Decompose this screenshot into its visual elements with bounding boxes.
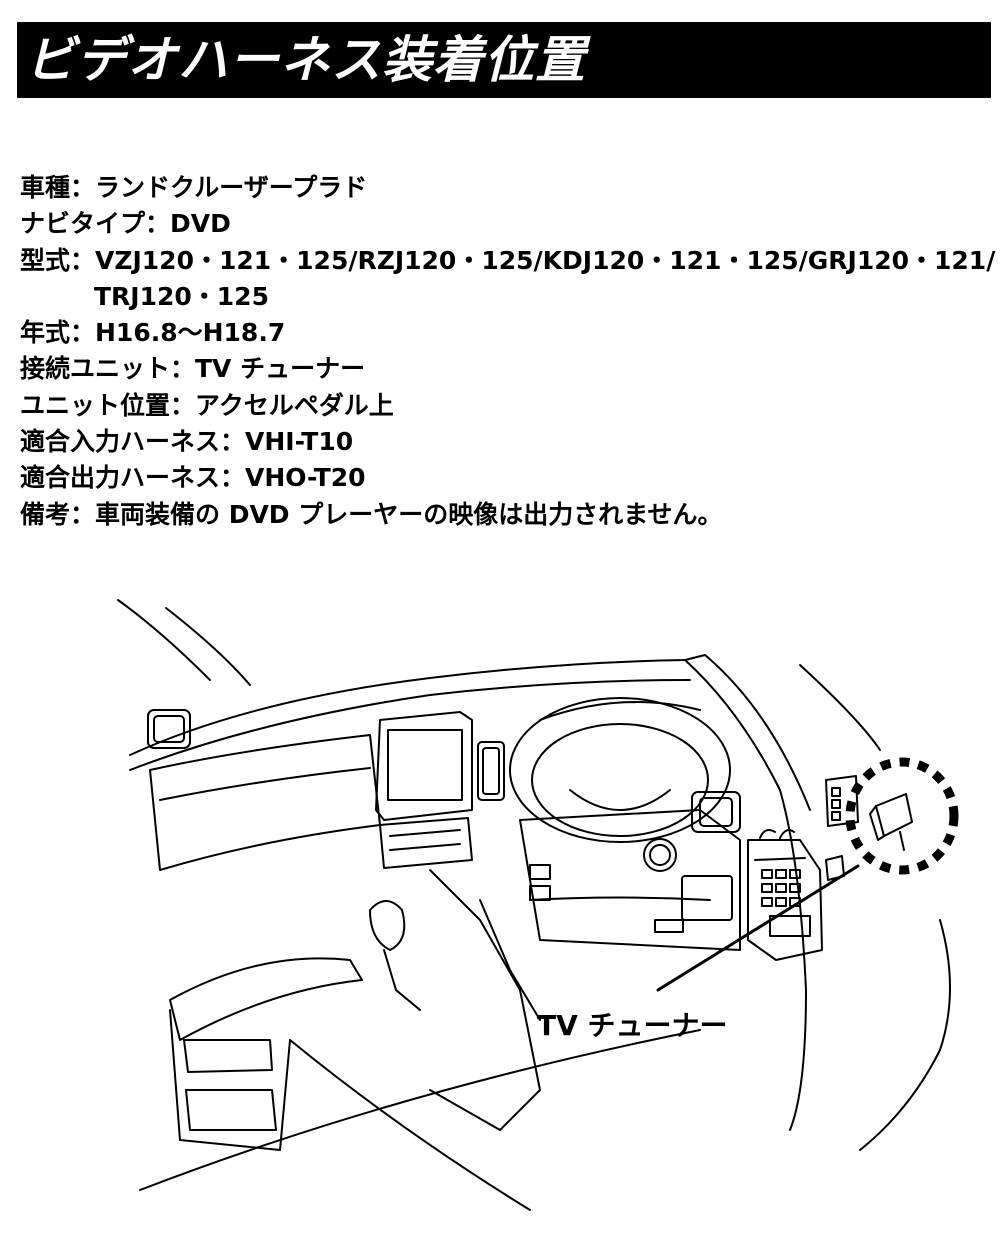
instrument-cluster [539, 701, 701, 721]
highlight-circle [845, 757, 959, 875]
right-vent [691, 791, 741, 833]
dashboard-illustration [117, 599, 959, 1211]
windshield-pillar-line [117, 599, 211, 681]
callout-pointer [656, 864, 860, 992]
spec-nav-type: ナビタイプ：DVD [20, 209, 231, 239]
spec-list: 車種：ランドクルーザープラド ナビタイプ：DVD 型式：VZJ120・121・1… [20, 170, 996, 533]
door-edge [799, 664, 881, 751]
relay-block [825, 775, 859, 827]
glovebox [149, 734, 381, 871]
shifter [369, 900, 406, 951]
title-bar: ビデオハーネス装着位置 [17, 22, 991, 98]
spec-unit: 接続ユニット：TV チューナー [20, 354, 366, 384]
nav-screen [387, 729, 463, 801]
lower-dash-panel [519, 809, 741, 951]
dashboard-top-inner [129, 679, 691, 771]
tv-tuner-unit [869, 793, 913, 851]
spec-remarks: 備考：車両装備の DVD プレーヤーの映像は出力されません。 [20, 499, 723, 529]
a-pillar-inner [704, 654, 811, 811]
spec-model: 型式：VZJ120・121・125/RZJ120・125/KDJ120・121・… [20, 245, 996, 275]
rear-console [169, 1009, 291, 1151]
spec-model-continued: TRJ120・125 [94, 281, 269, 311]
horn-pad [643, 838, 677, 872]
a-pillar [684, 659, 807, 1131]
spec-unit-position: ユニット位置：アクセルペダル上 [20, 390, 394, 420]
windshield-line [165, 607, 251, 686]
center-stack [375, 711, 473, 821]
spec-vehicle: 車種：ランドクルーザープラド [20, 173, 368, 202]
tv-tuner-callout-label: TV チューナー [537, 1009, 728, 1042]
page-title: ビデオハーネス装着位置 [25, 31, 586, 89]
spec-input-harness: 適合入力ハーネス：VHI-T10 [20, 427, 354, 457]
center-console [429, 869, 541, 1131]
dashboard-top-edge [129, 654, 706, 756]
center-vent-right [477, 741, 505, 801]
spec-output-harness: 適合出力ハーネス：VHO-T20 [20, 463, 366, 493]
floor-line [289, 1039, 531, 1211]
steering-wheel [509, 697, 731, 843]
fuse-box [747, 829, 823, 961]
left-vent [147, 709, 191, 749]
armrest [169, 957, 363, 1041]
door-lower [859, 919, 951, 1151]
spec-year: 年式：H16.8～H18.7 [20, 318, 286, 348]
